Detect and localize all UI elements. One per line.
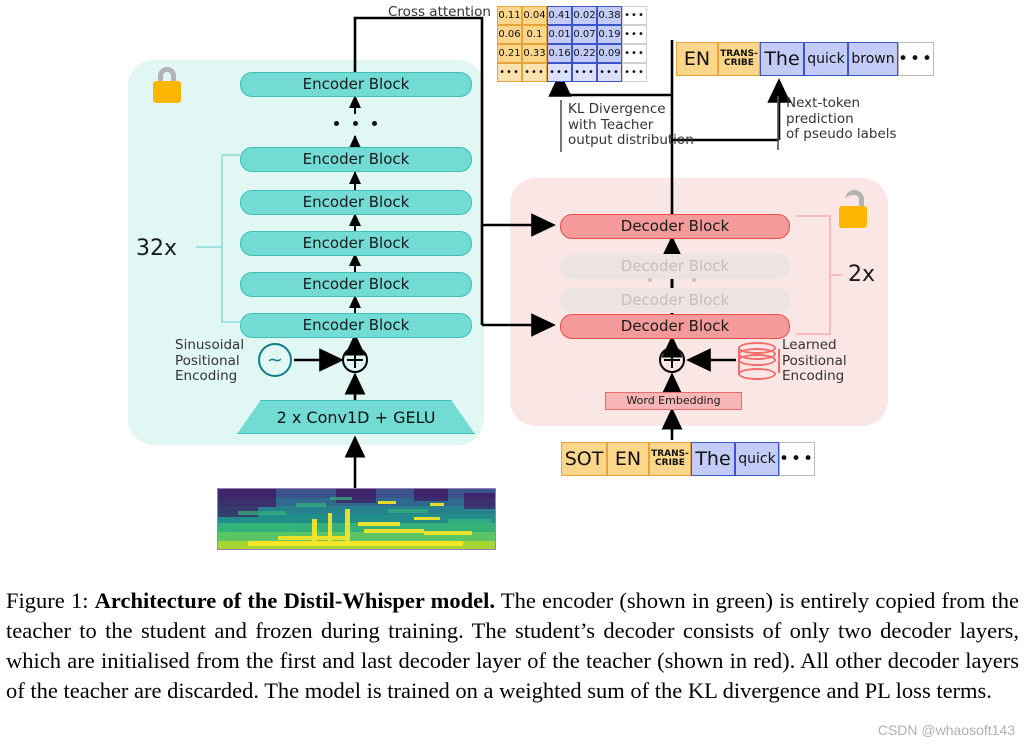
- pl-line: prediction: [786, 110, 854, 127]
- lpe-line: Learned: [782, 337, 837, 353]
- matrix-cell: 0.21: [497, 44, 522, 63]
- kl-line: with Teacher: [568, 116, 654, 133]
- watermark: CSDN @whaosoft143: [877, 722, 1015, 738]
- pl-loss-label: Next-token prediction of pseudo labels: [786, 95, 897, 143]
- sine-wave-icon: ∼: [258, 343, 292, 377]
- decoder-block: Decoder Block: [560, 214, 790, 239]
- encoder-block: Encoder Block: [240, 272, 472, 297]
- encoder-ellipsis-dot: [334, 121, 339, 126]
- matrix-cell: 0.41: [547, 6, 572, 25]
- spe-line: Encoding: [175, 368, 238, 384]
- token-line: CRIBE: [724, 58, 754, 68]
- spe-line: Positional: [175, 352, 240, 369]
- encoder-add-operator: [342, 347, 368, 373]
- decoder-block-faded: Decoder Block: [560, 254, 790, 279]
- lock-open-icon: [836, 190, 870, 228]
- matrix-cell: 0.06: [497, 25, 522, 44]
- matrix-cell: 0.19: [597, 25, 622, 44]
- learned-positional-encoding-icon: [738, 342, 780, 380]
- teacher-probability-matrix: 0.11 0.04 0.41 0.02 0.38 ••• 0.06 0.1 0.…: [497, 6, 647, 82]
- matrix-cell: 0.1: [522, 25, 547, 44]
- encoder-ellipsis-dot: [353, 121, 358, 126]
- encoder-block: Encoder Block: [240, 147, 472, 172]
- matrix-cell: 0.07: [572, 25, 597, 44]
- input-token-sequence: SOT EN TRANS- CRIBE The quick •••: [561, 442, 815, 476]
- encoder-repeat-label: 32x: [136, 236, 178, 261]
- token-the: The: [760, 42, 804, 76]
- kl-line: KL Divergence: [568, 101, 666, 117]
- caption-body: The encoder (shown in green) is entirely…: [6, 588, 1019, 703]
- matrix-cell: 0.22: [572, 44, 597, 63]
- encoder-block: Encoder Block: [240, 190, 472, 215]
- decoder-block: Decoder Block: [560, 314, 790, 339]
- token-transcribe: TRANS- CRIBE: [649, 442, 691, 476]
- token-sot: SOT: [561, 442, 607, 476]
- token-transcribe: TRANS- CRIBE: [718, 42, 760, 76]
- token-quick: quick: [804, 42, 848, 76]
- matrix-cell: 0.09: [597, 44, 622, 63]
- pl-line: of pseudo labels: [786, 126, 897, 142]
- cross-attention-label: Cross attention: [388, 4, 491, 20]
- matrix-cell: •••: [622, 6, 647, 25]
- matrix-cell: •••: [622, 25, 647, 44]
- output-token-sequence: EN TRANS- CRIBE The quick brown •••: [676, 42, 934, 76]
- encoder-block: Encoder Block: [240, 231, 472, 256]
- word-embedding-block: Word Embedding: [605, 392, 742, 410]
- figure-caption: Figure 1: Architecture of the Distil-Whi…: [0, 586, 1025, 744]
- token-line: TRANS-: [720, 48, 758, 59]
- matrix-cell: 0.04: [522, 6, 547, 25]
- lock-closed-icon: [150, 65, 184, 103]
- sinusoidal-positional-encoding-label: Sinusoidal Positional Encoding: [175, 337, 245, 385]
- matrix-cell: •••: [597, 63, 622, 82]
- matrix-cell: •••: [522, 63, 547, 82]
- conv1d-gelu-label: 2 x Conv1D + GELU: [276, 407, 436, 427]
- matrix-cell: •••: [547, 63, 572, 82]
- mel-spectrogram-image: [217, 488, 496, 550]
- token-en: EN: [607, 442, 649, 476]
- encoder-block: Encoder Block: [240, 72, 472, 97]
- matrix-cell: •••: [622, 63, 647, 82]
- matrix-cell: 0.16: [547, 44, 572, 63]
- pl-line: Next-token: [786, 95, 861, 111]
- matrix-cell: 0.02: [572, 6, 597, 25]
- token-en: EN: [676, 42, 718, 76]
- figure-diagram: Cross attention 0.11 0.04 0.41 0.02 0.38…: [128, 4, 934, 550]
- decoder-block-faded: Decoder Block: [560, 288, 790, 313]
- matrix-cell: 0.11: [497, 6, 522, 25]
- lpe-line: Positional: [782, 352, 847, 369]
- learned-positional-encoding-label: Learned Positional Encoding: [782, 337, 847, 385]
- encoder-block: Encoder Block: [240, 313, 472, 338]
- token-line: CRIBE: [655, 458, 685, 468]
- matrix-cell: •••: [572, 63, 597, 82]
- decoder-add-operator: [659, 347, 685, 373]
- token-line: TRANS-: [651, 448, 689, 459]
- matrix-cell: •••: [497, 63, 522, 82]
- decoder-ellipsis-dot: [648, 278, 652, 282]
- conv1d-gelu-block: 2 x Conv1D + GELU: [237, 400, 475, 434]
- matrix-cell: •••: [622, 44, 647, 63]
- token-the: The: [691, 442, 735, 476]
- token-ellipsis: •••: [779, 442, 815, 476]
- decoder-repeat-label: 2x: [848, 262, 876, 287]
- kl-line: output distribution: [568, 132, 694, 148]
- encoder-ellipsis-dot: [372, 121, 377, 126]
- token-ellipsis: •••: [898, 42, 934, 76]
- decoder-ellipsis-dot: [692, 278, 696, 282]
- caption-title: Architecture of the Distil-Whisper model…: [94, 588, 496, 613]
- lpe-line: Encoding: [782, 368, 845, 384]
- token-quick: quick: [735, 442, 779, 476]
- matrix-cell: 0.38: [597, 6, 622, 25]
- kl-divergence-label: KL Divergence with Teacher output distri…: [568, 101, 694, 149]
- caption-prefix: Figure 1:: [6, 588, 89, 613]
- matrix-cell: 0.33: [522, 44, 547, 63]
- token-brown: brown: [848, 42, 898, 76]
- matrix-cell: 0.01: [547, 25, 572, 44]
- spe-line: Sinusoidal: [175, 337, 245, 353]
